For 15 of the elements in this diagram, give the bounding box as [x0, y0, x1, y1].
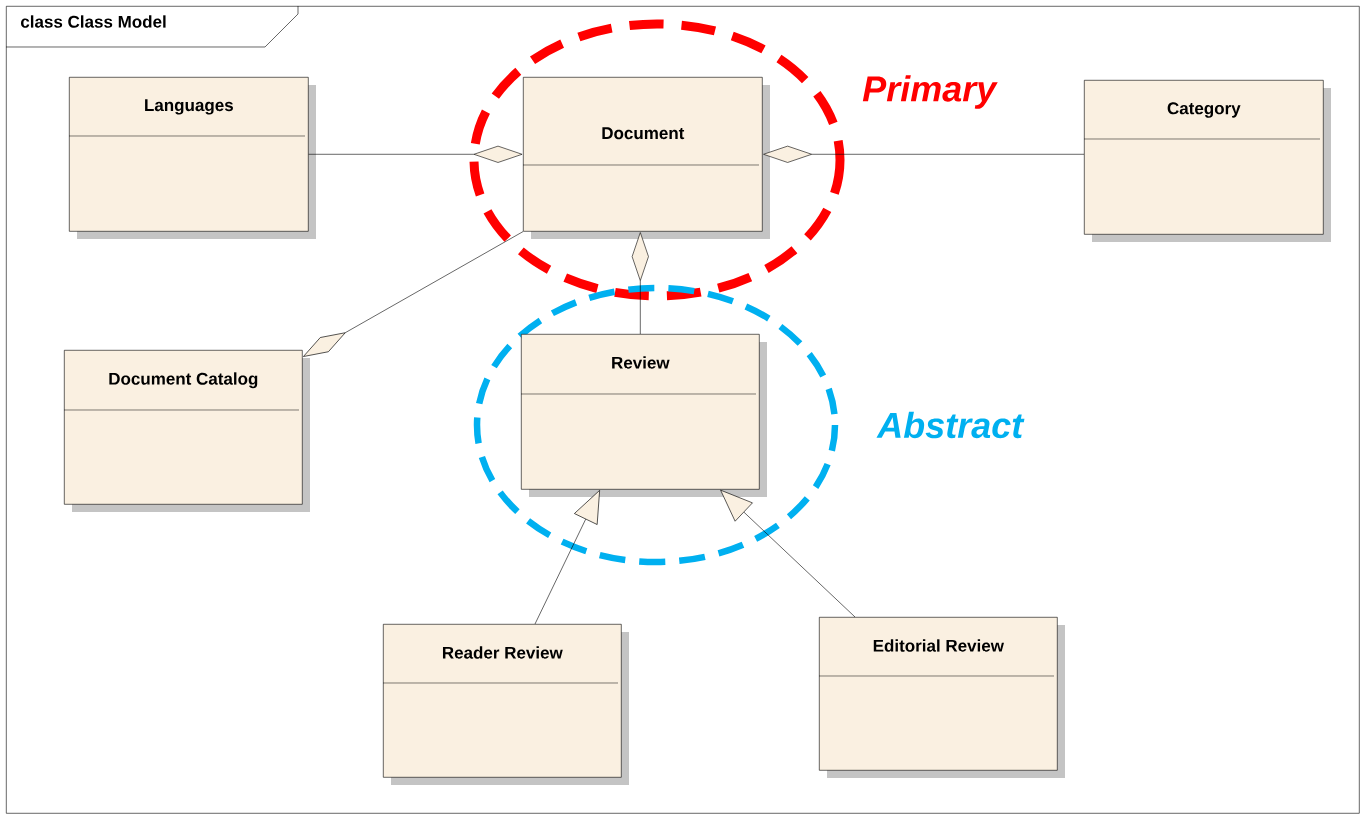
class-box: Document Catalog — [63, 350, 310, 512]
annotation-text: Abstract — [876, 411, 1025, 439]
class-box: Reader Review — [382, 624, 629, 785]
connector — [303, 231, 524, 357]
class-box: Editorial Review — [818, 617, 1065, 778]
connector — [534, 490, 600, 625]
class-box: Document — [522, 77, 770, 239]
connector — [631, 232, 649, 335]
connector — [720, 489, 856, 618]
class-box: Review — [520, 334, 767, 497]
connector — [308, 145, 523, 163]
class-box: Languages — [68, 77, 316, 239]
connector — [763, 145, 1085, 163]
class-box: Category — [1083, 80, 1331, 242]
annotation-text: Primary — [862, 75, 998, 109]
